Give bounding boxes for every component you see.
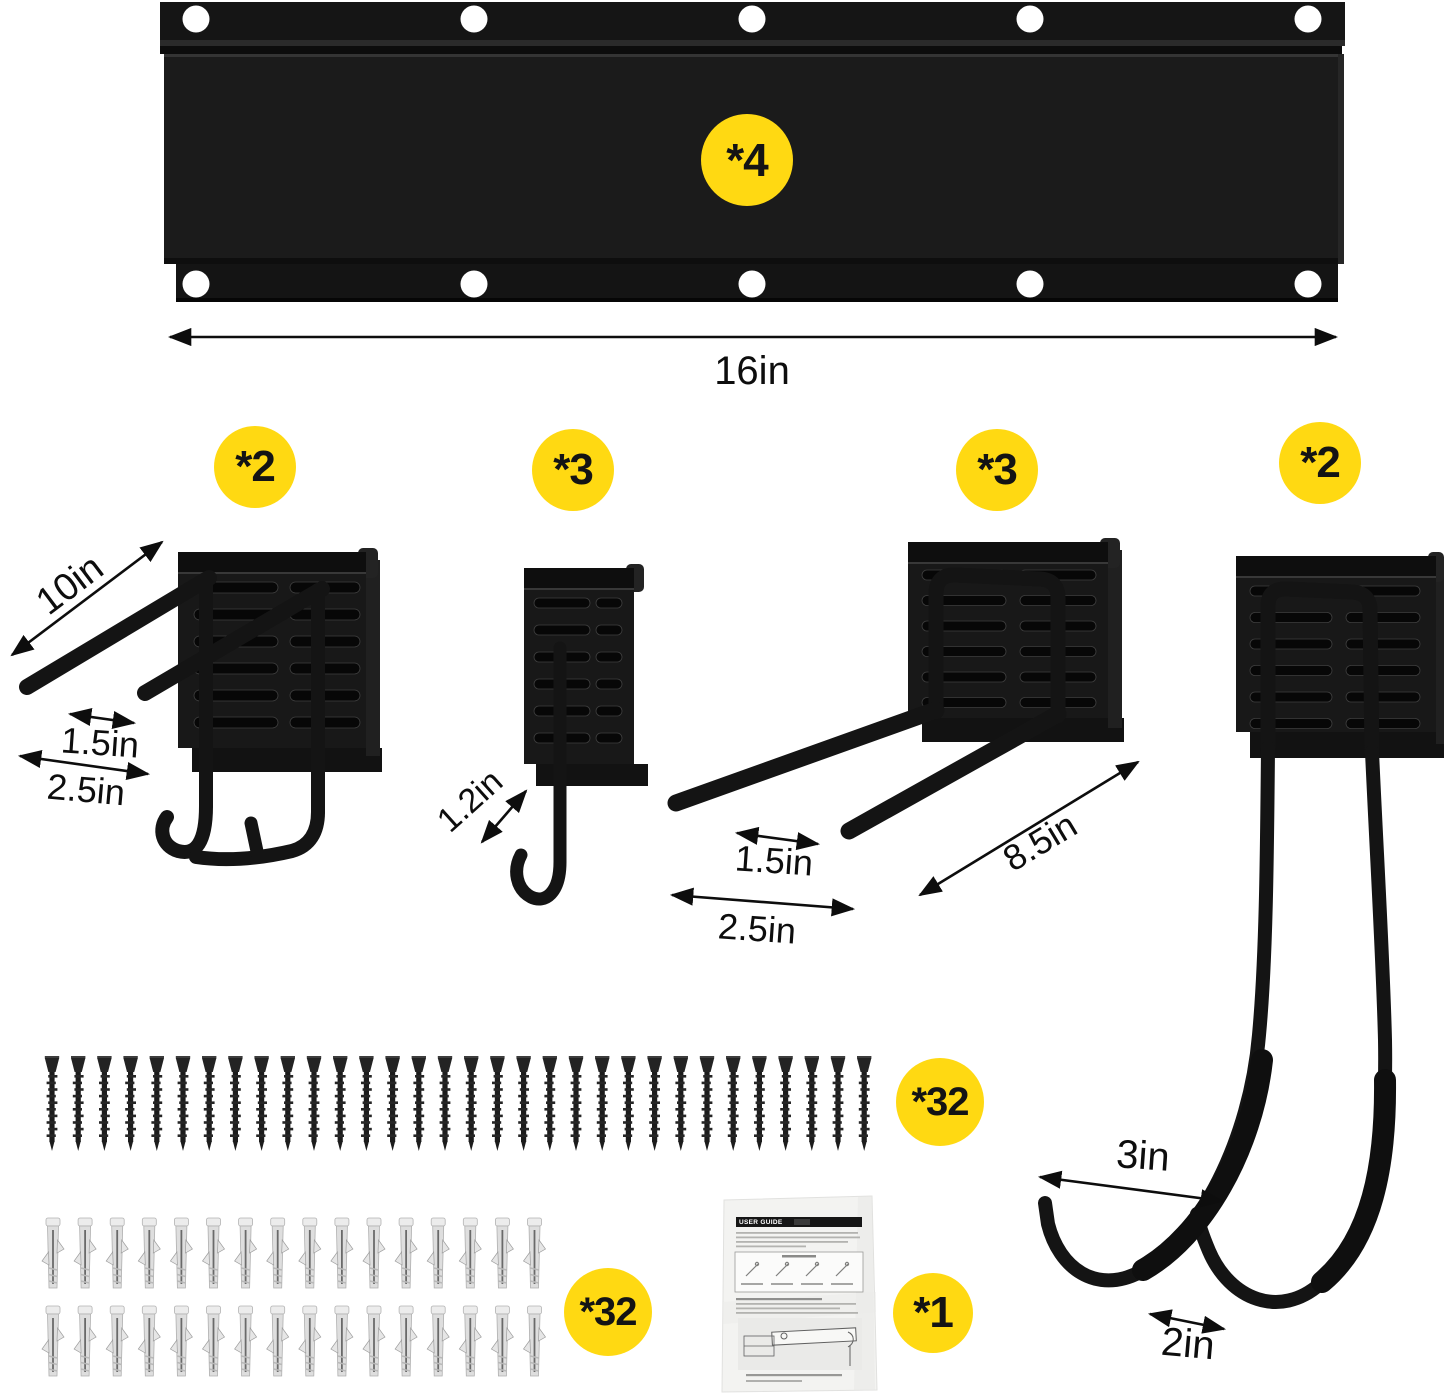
- dimension-arrows: [10, 327, 1339, 1334]
- hook4-tip-gap-label: 2in: [1159, 1319, 1217, 1369]
- screws-row: [44, 1056, 872, 1151]
- guide-tool-icons: [745, 1261, 850, 1277]
- arrow-10in: [10, 540, 164, 657]
- guide-quantity-badge: *1: [893, 1273, 973, 1353]
- hook3-spacing-label: 1.5in: [733, 837, 815, 884]
- hook3-width-label: 2.5in: [716, 905, 798, 952]
- wall-anchors: [41, 1217, 547, 1377]
- arrow-2-5in-left: [17, 749, 151, 781]
- hook-double-8-5in: [667, 538, 1124, 840]
- hook-j: [510, 564, 648, 906]
- arrow-2-5in-mid: [669, 887, 856, 917]
- rail-mounting-holes: [182, 5, 1322, 298]
- arrow-2in: [1147, 1309, 1227, 1334]
- rubber-sleeves: [1132, 1049, 1397, 1293]
- arrow-1-2in: [480, 789, 528, 844]
- hook3-quantity-badge: *3: [956, 429, 1038, 511]
- hook1-width-label: 2.5in: [45, 765, 127, 814]
- rail-quantity-badge: *4: [701, 114, 793, 206]
- arrow-3in: [1037, 1170, 1225, 1208]
- screws-quantity-badge: *32: [896, 1058, 984, 1146]
- anchors-quantity-badge: *32: [564, 1268, 652, 1356]
- hook1-spacing-label: 1.5in: [59, 719, 141, 766]
- guide-text-lines: [736, 1232, 860, 1248]
- rail-length-label: 16in: [714, 349, 790, 393]
- guide-header-title: USER GUIDE: [739, 1218, 783, 1226]
- hook-double-10in: [19, 548, 382, 867]
- user-guide-paper: [721, 1195, 878, 1393]
- arrow-1-5in-left: [67, 707, 137, 730]
- guide-tools-box: [734, 1251, 864, 1293]
- arrow-8-5in: [918, 760, 1140, 897]
- arrow-1-5in-mid: [734, 826, 821, 851]
- hook4-width-label: 3in: [1114, 1132, 1172, 1180]
- hook-backplate: [524, 564, 648, 786]
- hook-loop: [1038, 552, 1444, 1309]
- hook1-quantity-badge: *2: [214, 426, 296, 508]
- hook4-quantity-badge: *2: [1279, 422, 1361, 504]
- hook2-quantity-badge: *3: [532, 429, 614, 511]
